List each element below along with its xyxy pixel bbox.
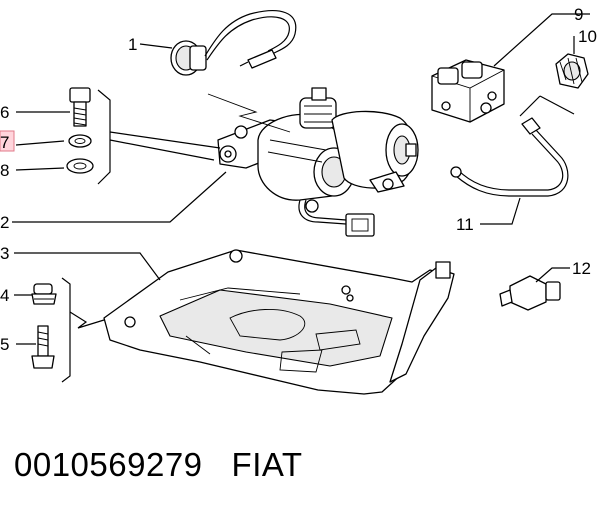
part-8-washer	[66, 158, 94, 174]
callout-1[interactable]: 1	[128, 35, 137, 54]
callout-2[interactable]: 2	[0, 213, 9, 232]
part-3-support-bracket-plate	[103, 249, 455, 395]
callout-10[interactable]: 10	[578, 27, 597, 46]
part-12-sensor	[499, 275, 561, 311]
part-9-valve-block	[431, 59, 505, 123]
part-reference-footer: 0010569279 FIAT	[14, 446, 303, 484]
part-2-compressor-assembly	[217, 87, 419, 237]
callout-9[interactable]: 9	[574, 5, 583, 24]
callout-8[interactable]: 8	[0, 161, 9, 180]
callout-4[interactable]: 4	[0, 286, 9, 305]
brand-name: FIAT	[231, 446, 303, 483]
callout-11[interactable]: 11	[456, 215, 474, 234]
part-1-connector-cable	[170, 10, 297, 76]
part-5-screw	[31, 325, 55, 369]
part-6-bolt	[69, 87, 91, 127]
part-4-rubber-mount	[31, 283, 57, 305]
callout-3[interactable]: 3	[0, 244, 9, 263]
part-11-air-pipe	[450, 117, 569, 197]
callout-5[interactable]: 5	[0, 335, 9, 354]
part-7-washer	[68, 134, 92, 148]
callout-7-highlight	[0, 130, 15, 152]
callout-7[interactable]: 7	[0, 133, 9, 152]
part-10-nut	[555, 53, 589, 89]
part-number: 0010569279	[14, 446, 203, 483]
callout-6[interactable]: 6	[0, 103, 9, 122]
callout-12[interactable]: 12	[572, 259, 591, 278]
